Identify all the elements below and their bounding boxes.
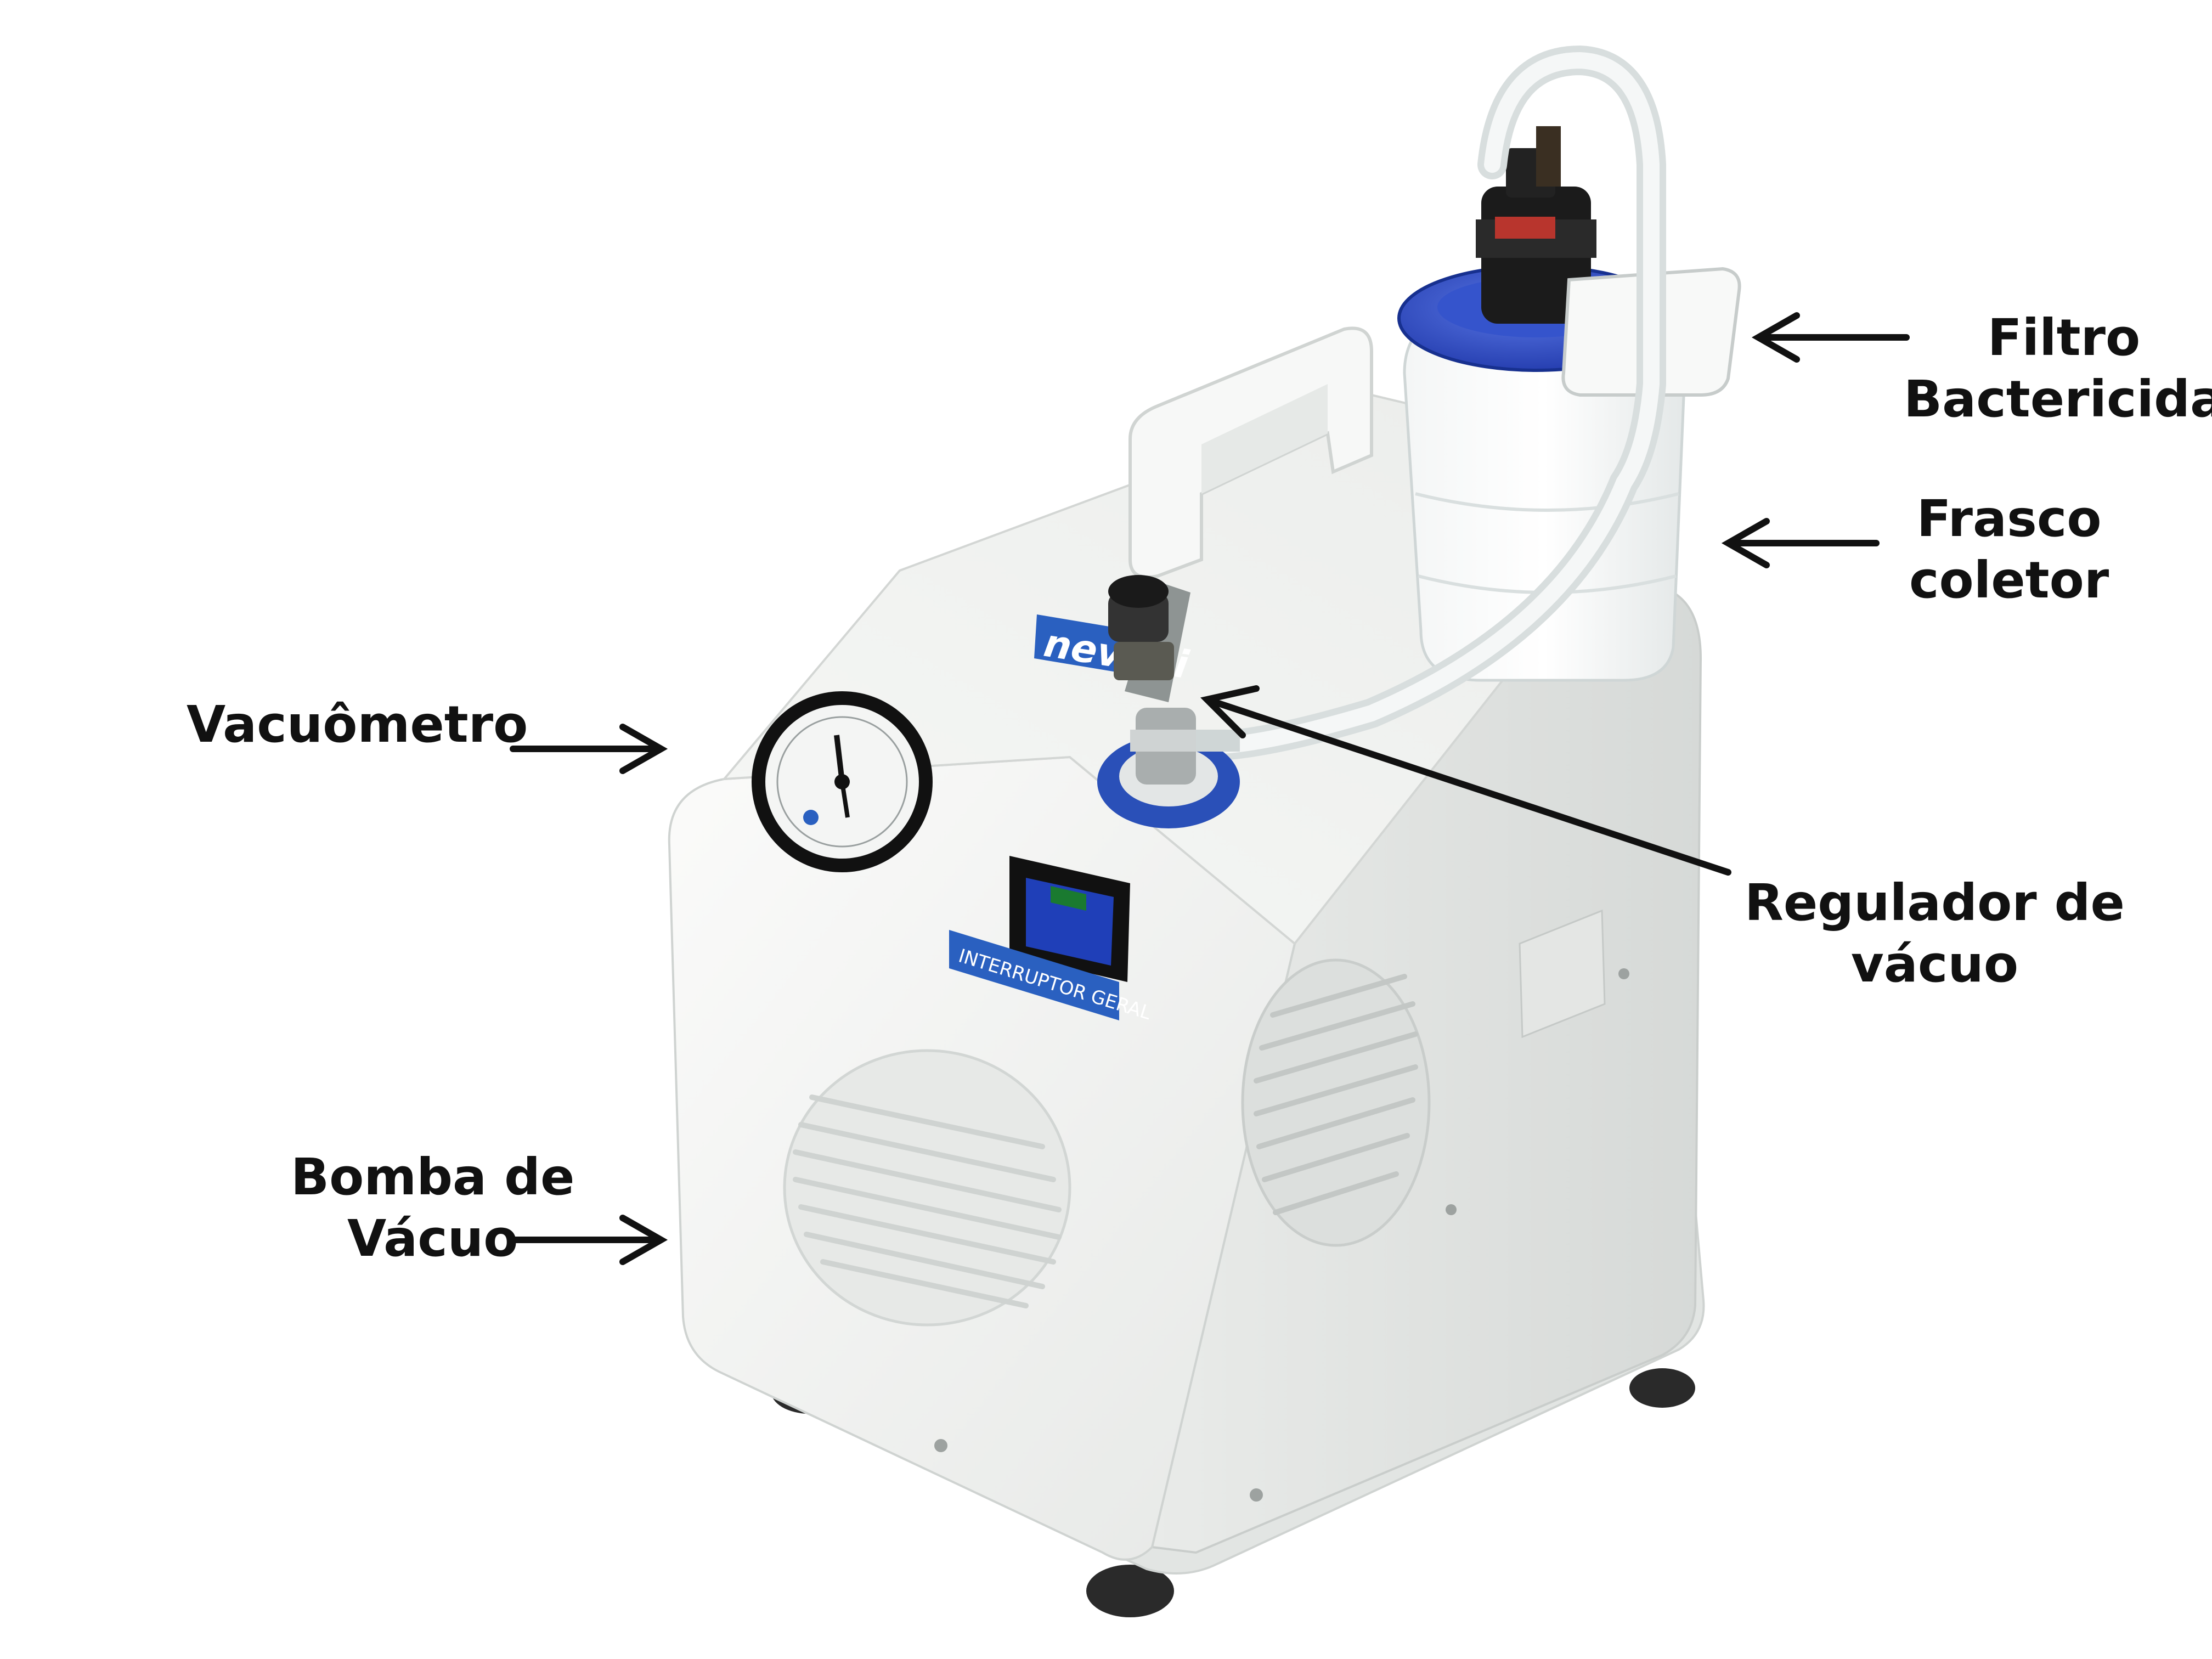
callout-regulador-line2: vácuo — [1850, 935, 2019, 994]
vacuum-gauge — [752, 691, 933, 872]
callout-filtro-line1: Filtro — [1987, 308, 2141, 367]
vacuum-regulator — [1097, 575, 1240, 828]
front-vent-grille — [783, 1049, 1071, 1327]
screws — [934, 968, 1629, 1502]
rear-wheel — [1629, 1368, 1695, 1408]
callout-regulador: Regulador de vácuo — [1745, 872, 2125, 995]
callout-bomba-line1: Bomba de — [291, 1148, 575, 1206]
callout-frasco: Frasco coletor — [1909, 488, 2109, 611]
main-switch — [1009, 856, 1130, 982]
spec-sticker — [1519, 909, 1606, 1039]
callout-bomba-line2: Vácuo — [347, 1209, 518, 1268]
callout-vacuometro-line1: Vacuômetro — [187, 695, 528, 754]
callout-frasco-line1: Frasco — [1916, 489, 2102, 548]
side-vent-grille — [1241, 958, 1431, 1247]
bacterial-filter — [1476, 126, 1596, 324]
callout-regulador-line1: Regulador de — [1745, 873, 2125, 932]
callout-bomba: Bomba de Vácuo — [291, 1147, 574, 1269]
callout-arrows — [510, 312, 1910, 1265]
callout-filtro-line2: Bactericida — [1904, 370, 2212, 428]
callout-filtro: Filtro Bactericida — [1904, 307, 2212, 430]
callout-frasco-line2: coletor — [1909, 551, 2109, 610]
front-right-wheel — [1086, 1565, 1174, 1617]
tubing — [1192, 45, 1666, 761]
arrow-regulador — [1212, 699, 1731, 876]
callout-vacuometro: Vacuômetro — [187, 694, 528, 755]
